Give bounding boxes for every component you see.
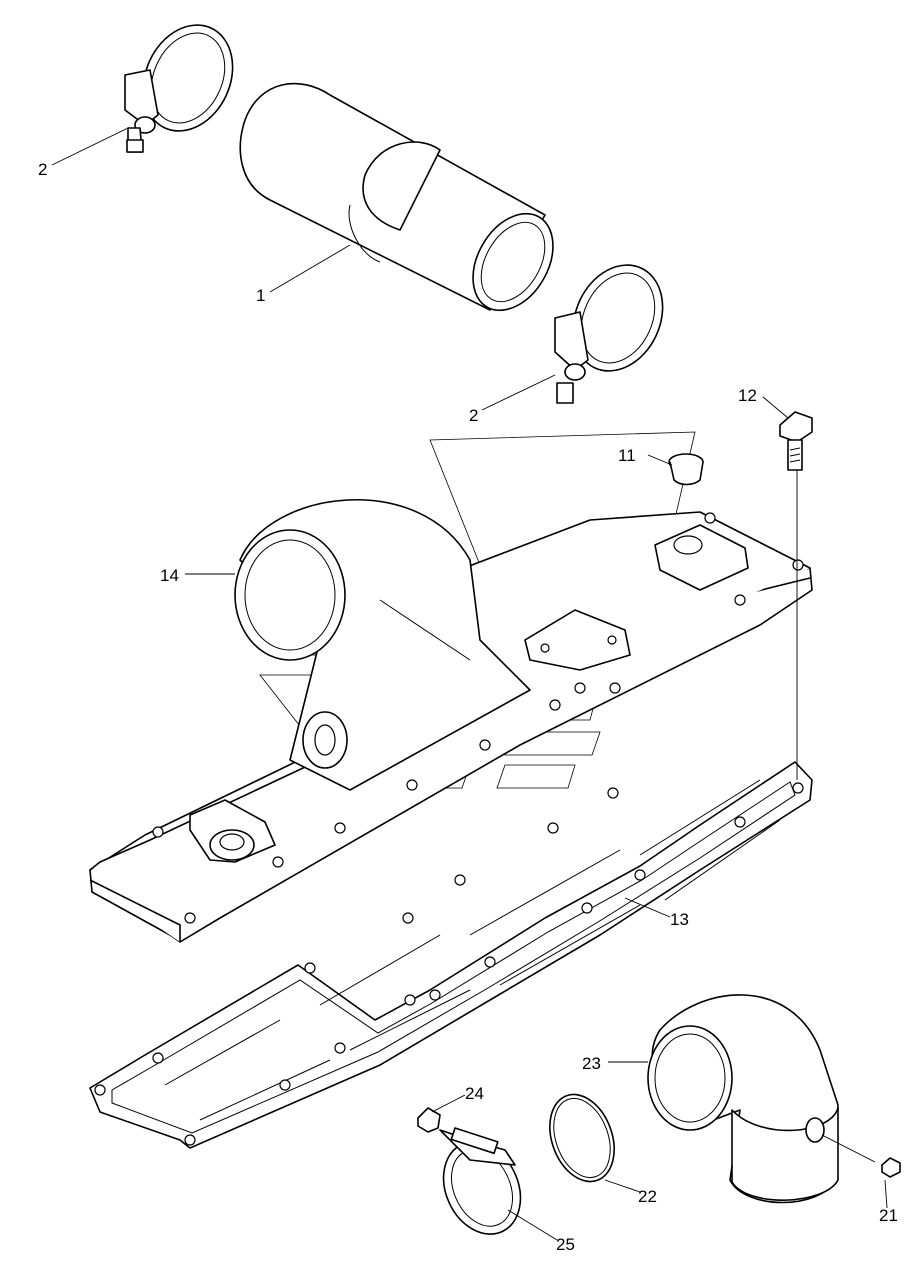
callout-24: 24: [465, 1084, 484, 1103]
gasket-part-13[interactable]: [89, 761, 813, 1149]
callout-13: 13: [670, 910, 689, 929]
clamp-part-25[interactable]: [429, 1127, 535, 1247]
callout-2-upper: 2: [38, 160, 47, 179]
plug-part-11[interactable]: [668, 453, 704, 486]
callout-1: 1: [256, 286, 265, 305]
callout-14: 14: [160, 566, 179, 585]
clamp-part-2-lower[interactable]: [554, 250, 679, 404]
callout-11: 11: [618, 446, 636, 465]
callout-23: 23: [582, 1054, 601, 1073]
callout-25: 25: [556, 1235, 575, 1254]
callout-22: 22: [638, 1187, 657, 1206]
callout-12: 12: [738, 386, 757, 405]
bolt-part-24[interactable]: [417, 1107, 441, 1133]
callout-2-lower: 2: [469, 406, 478, 425]
clamp-part-2-upper[interactable]: [124, 10, 249, 153]
screw-part-21[interactable]: [881, 1157, 901, 1178]
bolt-part-12[interactable]: [779, 411, 813, 471]
callout-21: 21: [879, 1206, 898, 1225]
elbow-part-23[interactable]: [647, 994, 839, 1204]
manifold-part-14[interactable]: [89, 498, 813, 943]
leader-lines: [51, 127, 888, 1241]
o-ring-part-22[interactable]: [538, 1085, 625, 1190]
pipe-part-1[interactable]: [239, 82, 569, 325]
